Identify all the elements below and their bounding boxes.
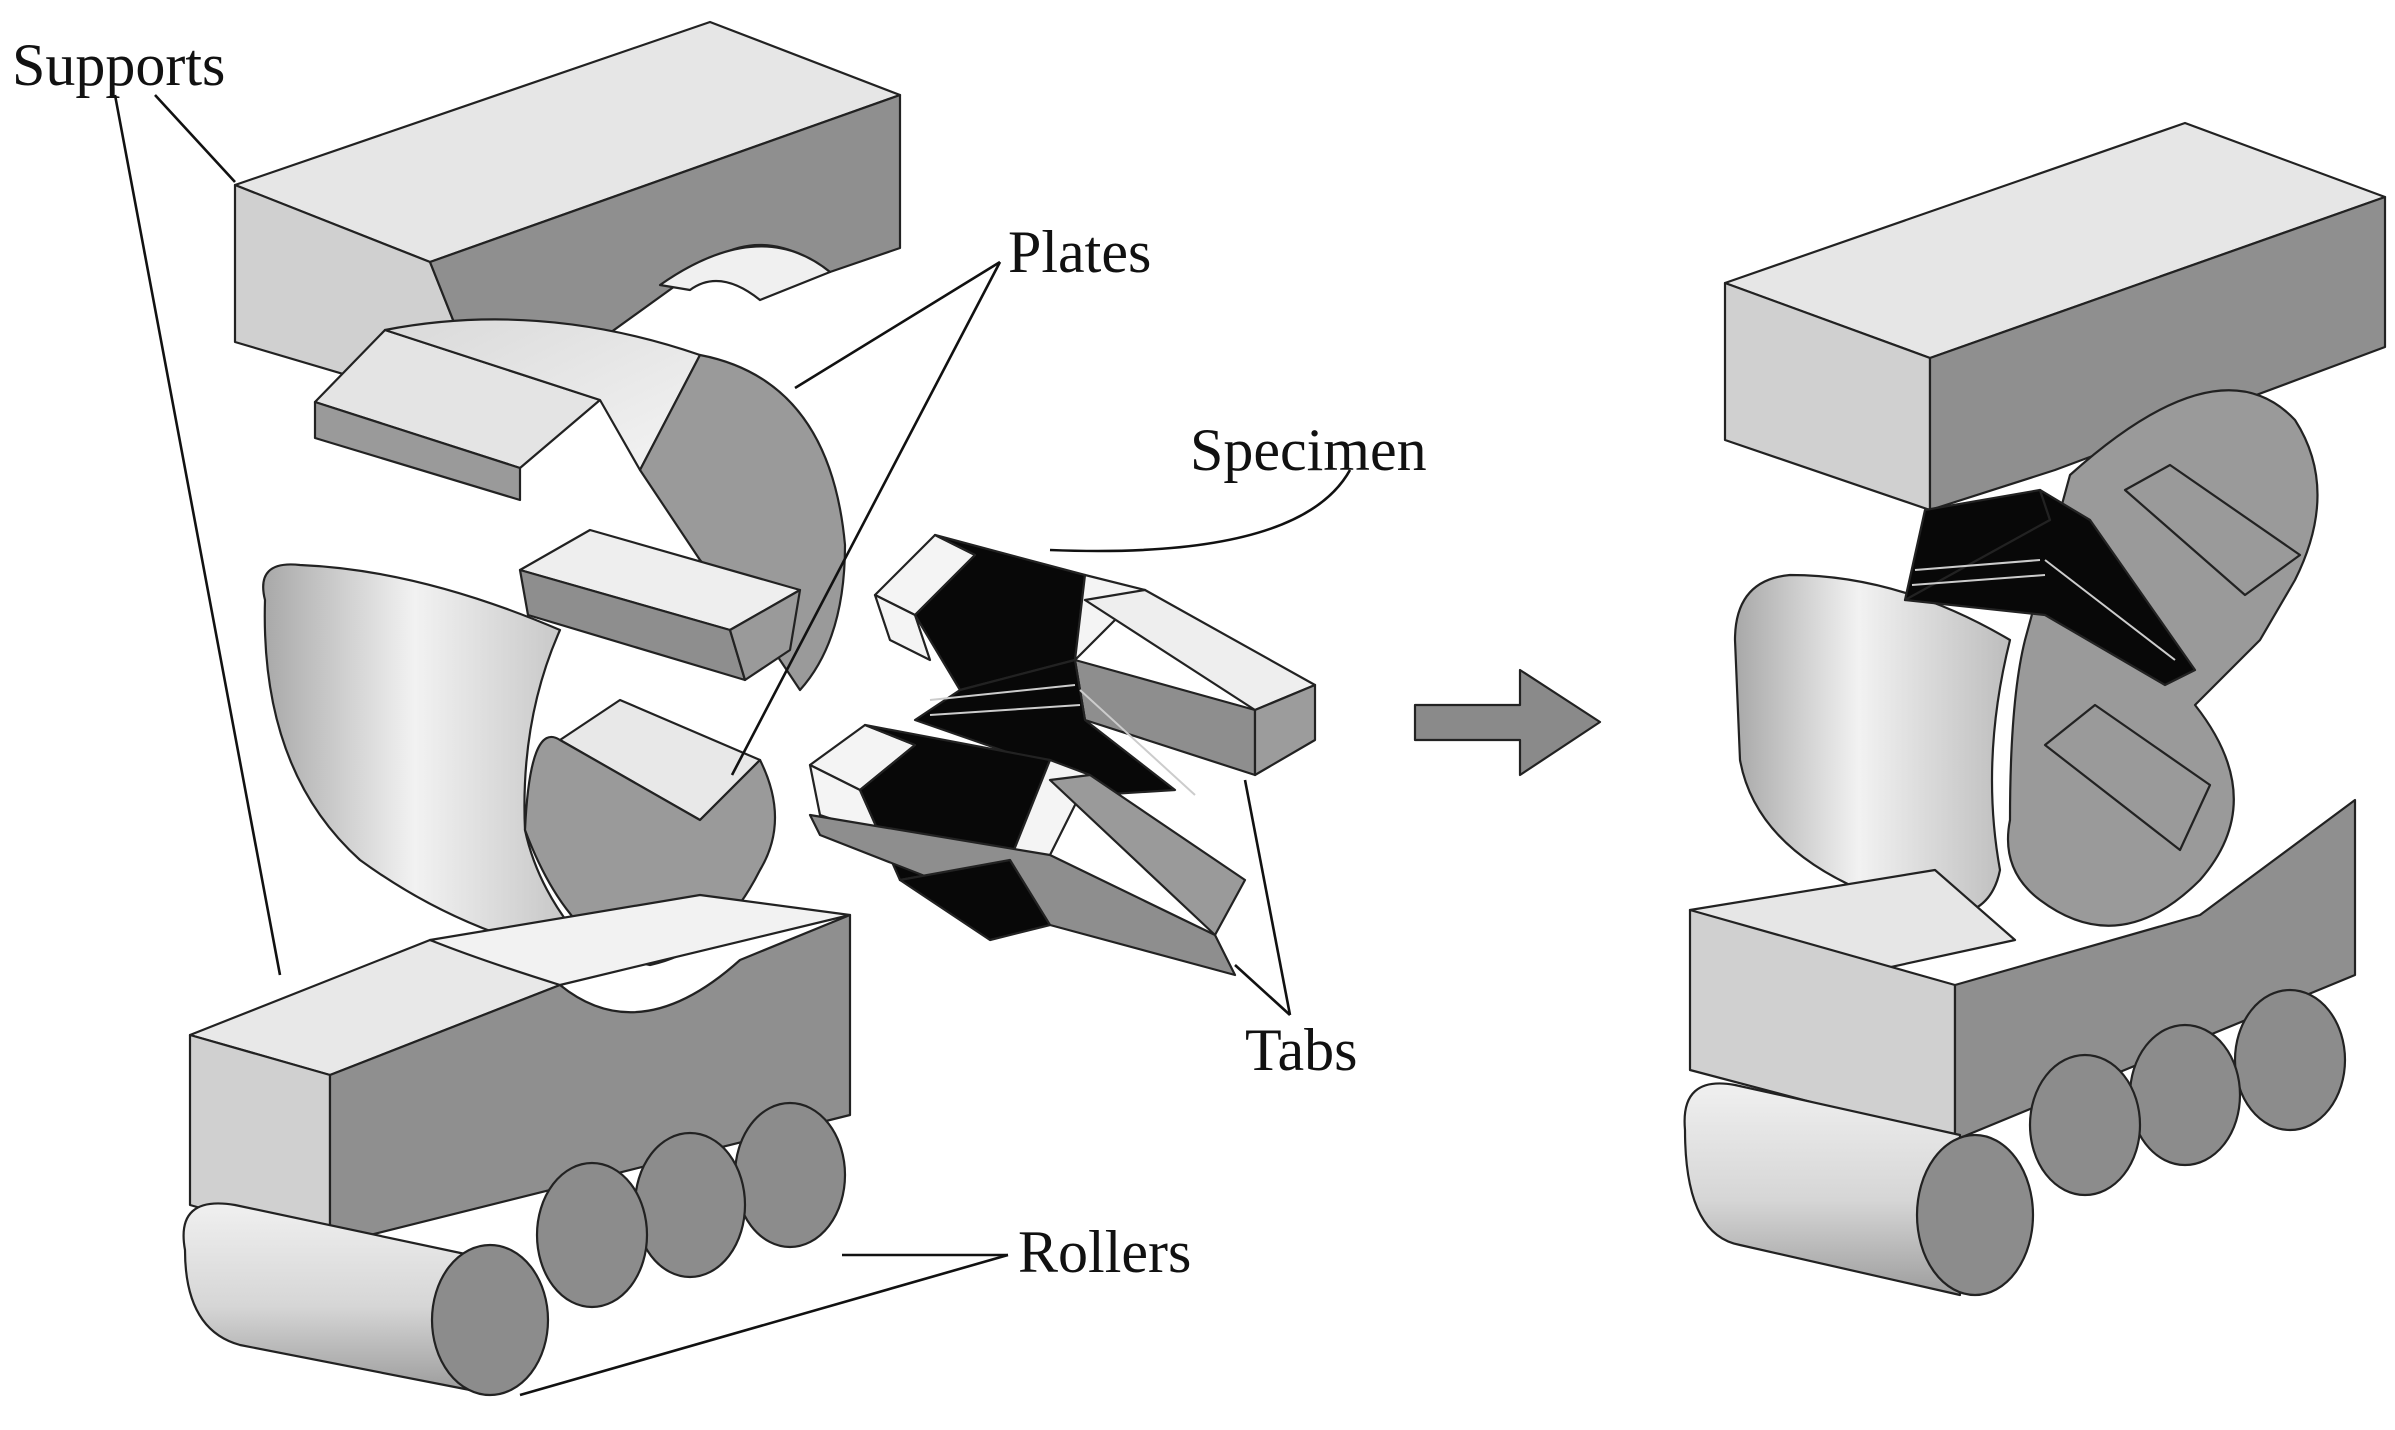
leader-specimen — [1049, 469, 1352, 553]
specimen-line-2 — [929, 704, 1081, 716]
assembled-lower-support — [1688, 798, 2357, 1142]
upper-plate — [313, 318, 847, 692]
plate-insert-upper-end — [728, 588, 802, 682]
roller-right-1-end — [1915, 1133, 2035, 1297]
lower-support-arc-cut — [428, 893, 852, 987]
assembled-specimen — [1903, 488, 2197, 687]
rollers-right — [1683, 988, 2347, 1297]
assembled-upper-insert — [2123, 463, 2302, 597]
label-plates: Plates — [1008, 219, 1151, 285]
roller-left-3-end — [633, 1131, 747, 1279]
leader-lines — [113, 94, 1352, 1397]
roller-right-1-body — [1683, 1082, 1962, 1297]
tab-lower-right-face — [1048, 773, 1247, 937]
specimen-line-1 — [929, 684, 1076, 701]
lower-support-side-face — [328, 913, 852, 1247]
label-supports: Supports — [12, 32, 225, 98]
assembled-lower-support-side — [1953, 798, 2357, 1142]
specimen-lower-underside — [898, 858, 1052, 942]
tab-upper-right-end — [1253, 683, 1317, 777]
leader-tabs-upper — [1243, 779, 1292, 1016]
leader-tabs-lower — [1234, 964, 1291, 1016]
assembled-specimen-line-3 — [2044, 559, 2176, 661]
label-tabs: Tabs — [1245, 1017, 1357, 1083]
lower-plate-curved-surface — [262, 563, 602, 962]
label-specimen: Specimen — [1190, 417, 1427, 483]
tab-upper-left-front — [873, 593, 932, 662]
roller-left-1-body — [182, 1202, 472, 1392]
leader-plates-lower — [730, 261, 1002, 776]
assembled-specimen-line-2 — [1911, 574, 2046, 586]
assembled-lower-plate-curve — [1733, 573, 2012, 917]
exploded-assembly — [182, 20, 1317, 1397]
leader-rollers-lower — [519, 1253, 1009, 1397]
specimen-exploded — [808, 533, 1317, 977]
roller-right-4-end — [2233, 988, 2347, 1132]
upper-plate-ledge-side — [313, 400, 522, 502]
rollers-left — [182, 1101, 847, 1397]
plate-insert-upper — [518, 528, 802, 682]
assembled-lower-insert — [2043, 703, 2212, 852]
roller-left-2-end — [535, 1161, 649, 1309]
leader-supports-top — [154, 94, 236, 183]
label-rollers: Rollers — [1018, 1219, 1191, 1285]
upper-support-arc-cut — [658, 245, 832, 302]
assembled-specimen-line-1 — [1914, 559, 2041, 571]
right-arrow-icon — [1413, 668, 1602, 777]
roller-right-3-end — [2128, 1023, 2242, 1167]
roller-left-4-end — [733, 1101, 847, 1249]
assembled-fixture — [1683, 121, 2387, 1297]
assembled-upper-support — [1723, 121, 2387, 512]
specimen-line-3 — [1079, 689, 1196, 796]
labels: Supports Plates Specimen Tabs Rollers — [12, 32, 1427, 1285]
leader-supports-bottom — [113, 94, 282, 976]
lower-support — [188, 893, 852, 1247]
assembly-arrow — [1413, 668, 1602, 777]
leader-plates-upper — [794, 260, 1001, 390]
assembled-specimen-right — [1903, 488, 2197, 687]
roller-left-1-end — [430, 1243, 550, 1397]
roller-right-2-end — [2028, 1053, 2142, 1197]
